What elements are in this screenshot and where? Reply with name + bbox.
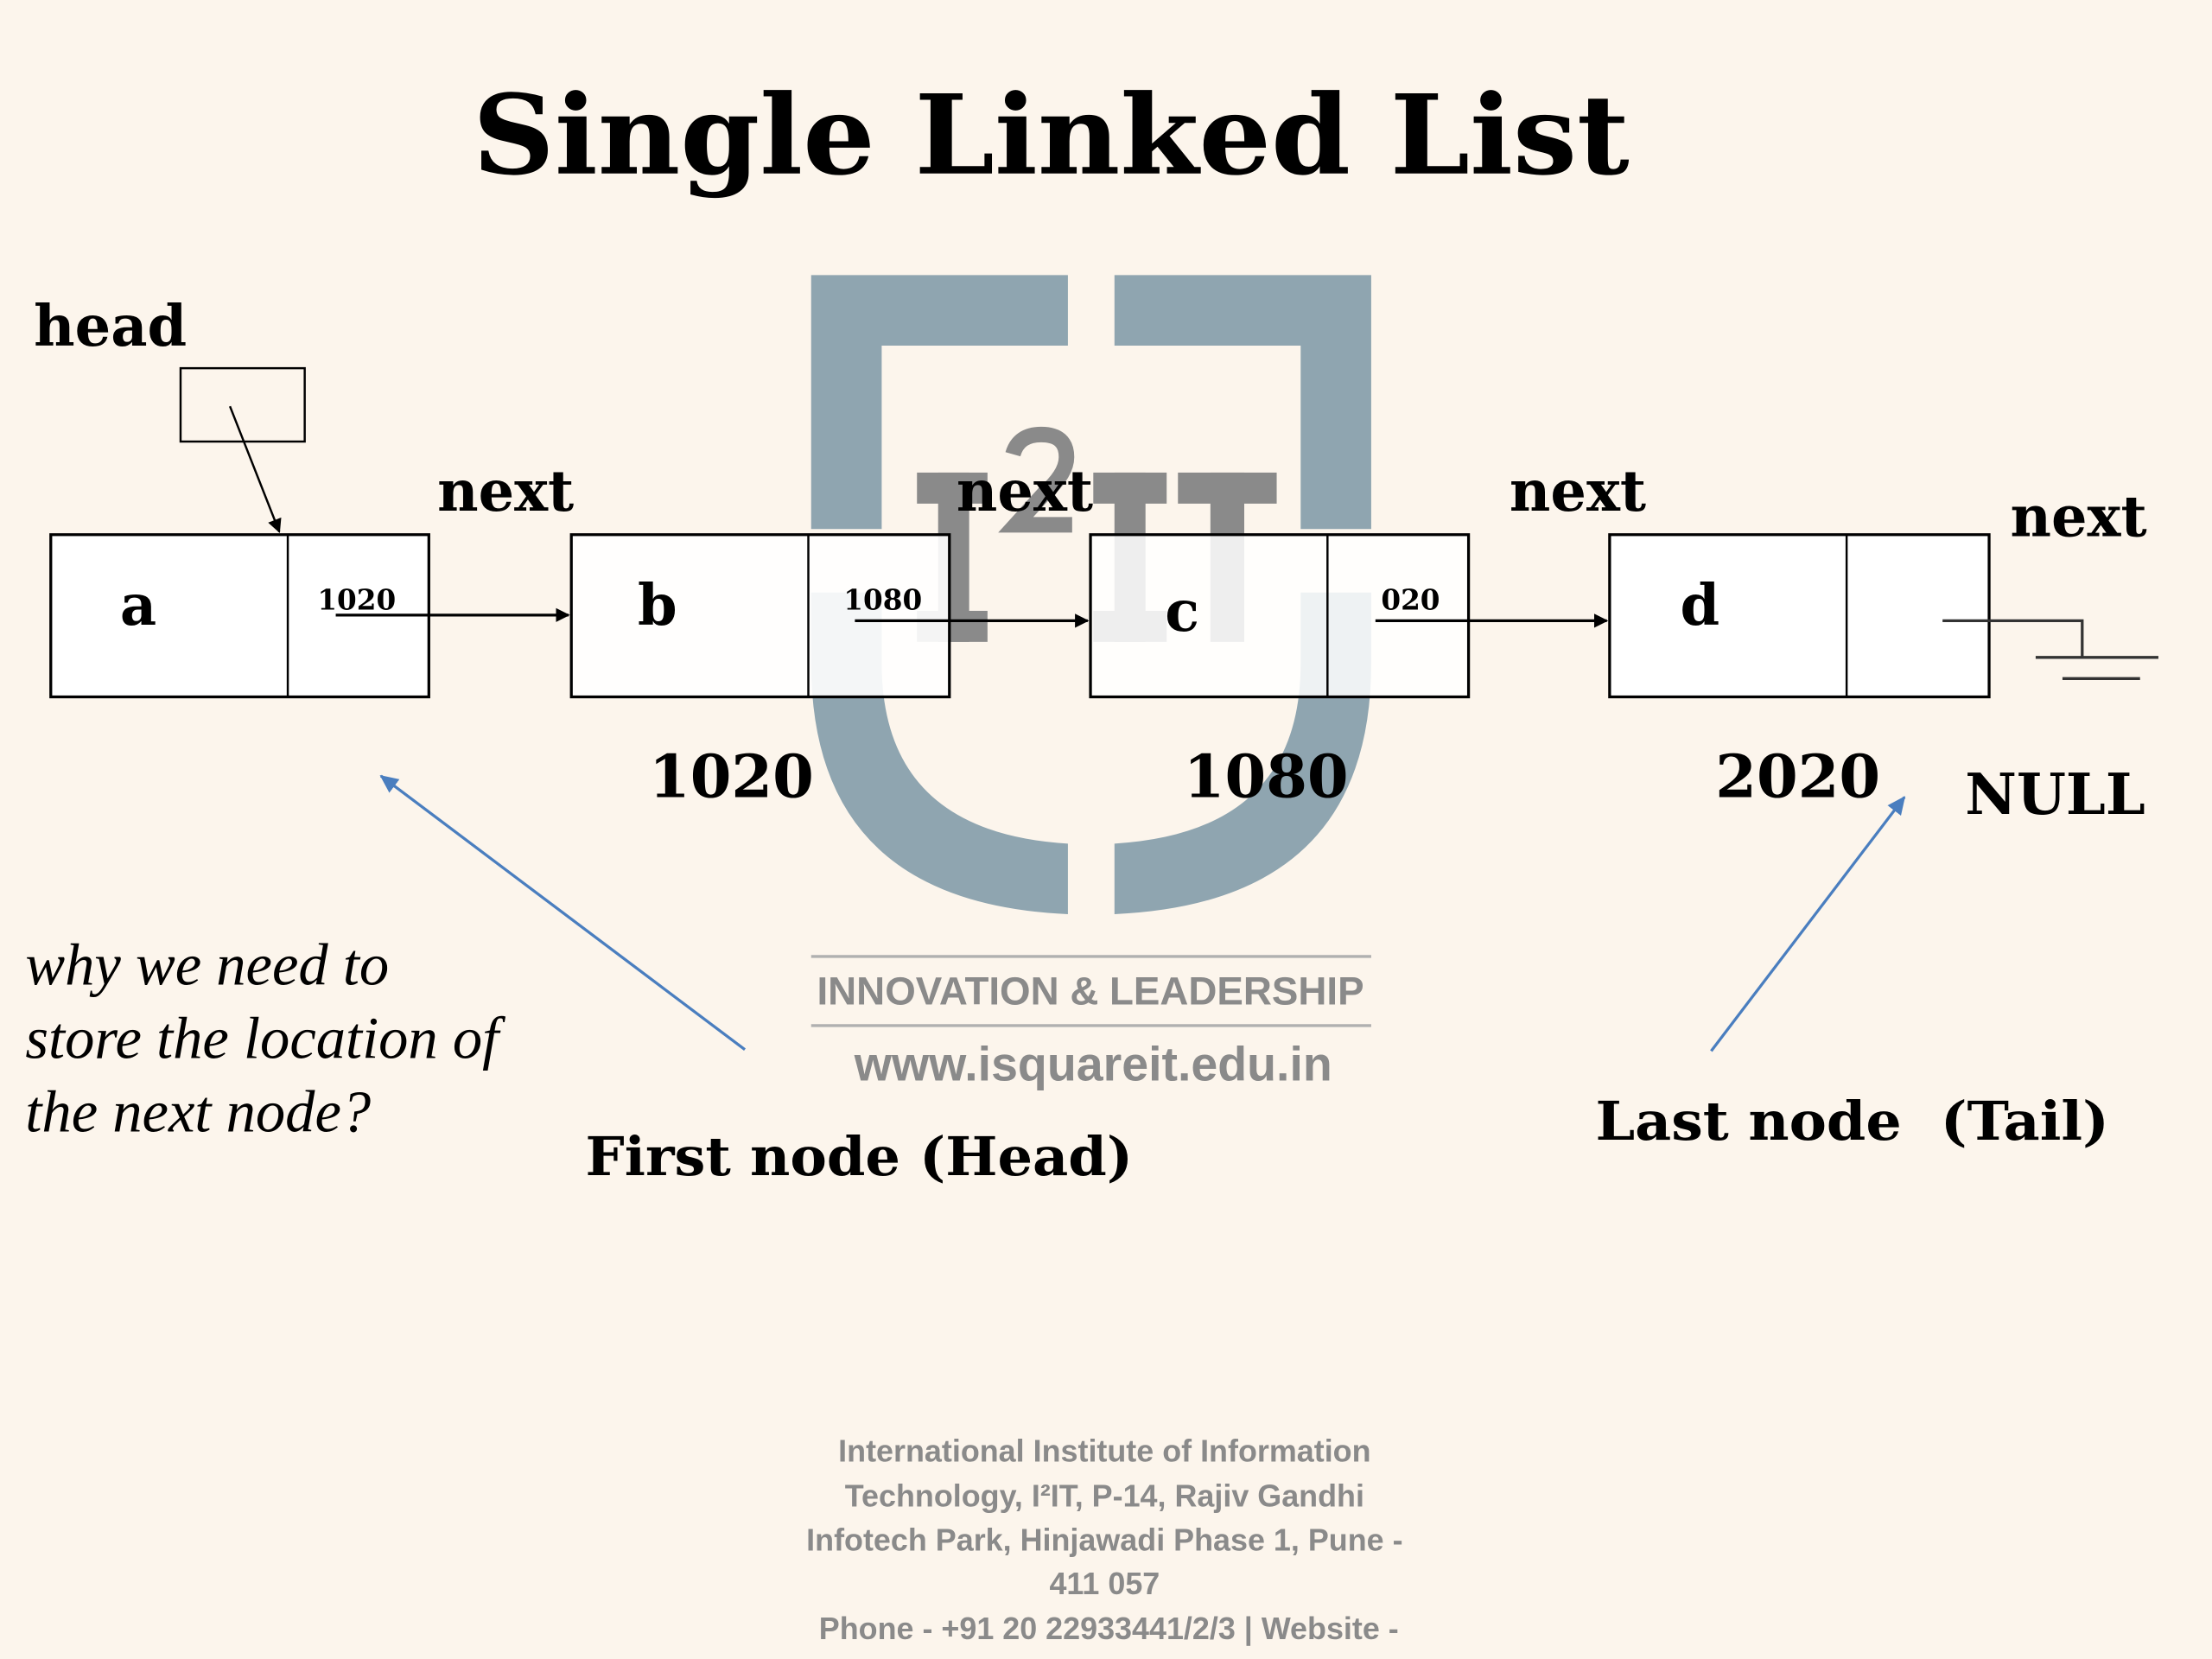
node-b: b 1080 bbox=[569, 533, 951, 699]
next-label: next bbox=[437, 459, 574, 524]
node-c: c 020 bbox=[1089, 533, 1471, 699]
head-pointer-box bbox=[179, 366, 306, 443]
footer-line: Infotech Park, Hinjawadi Phase 1, Pune - bbox=[806, 1522, 1402, 1557]
node-data: d bbox=[1681, 573, 1720, 639]
null-ground-icon bbox=[1942, 619, 2158, 680]
footer-address: International Institute of Information T… bbox=[806, 1433, 1402, 1646]
node-next-value: 020 bbox=[1381, 582, 1440, 616]
footer-line: Technology, I²IT, P-14, Rajiv Gandhi bbox=[845, 1478, 1364, 1514]
head-label: head bbox=[34, 294, 187, 359]
tail-annotation-arrow bbox=[1710, 796, 1906, 1052]
footer-line: 411 057 bbox=[1049, 1566, 1160, 1601]
footer-line: International Institute of Information bbox=[838, 1433, 1370, 1468]
node-data: b bbox=[638, 573, 677, 639]
slide-title: Single Linked List bbox=[473, 71, 1630, 200]
logo-shield-right bbox=[1114, 275, 1371, 530]
watermark-tagline: INNOVATION & LEADERSHIP bbox=[817, 969, 1363, 1013]
node-data: a bbox=[120, 573, 156, 639]
node-next-value: 1020 bbox=[317, 582, 396, 616]
question-line: the next node? bbox=[25, 1078, 371, 1144]
logo-superscript-two bbox=[998, 426, 1075, 533]
watermark-website: www.isquareit.edu.in bbox=[854, 1038, 1332, 1091]
next-label: next bbox=[1510, 459, 1646, 524]
first-node-label: First node (Head) bbox=[586, 1125, 1133, 1188]
node-address: 1020 bbox=[649, 742, 814, 811]
last-node-label: Last node (Tail) bbox=[1596, 1090, 2109, 1153]
question-line: store the location of bbox=[25, 1005, 505, 1071]
node-d: d bbox=[1608, 533, 1991, 699]
null-label: NULL bbox=[1965, 762, 2145, 828]
next-label: next bbox=[957, 459, 1093, 524]
head-arrow bbox=[228, 405, 282, 534]
node-data: c bbox=[1165, 579, 1199, 645]
node-address: 1080 bbox=[1184, 742, 1349, 811]
next-label: next bbox=[2011, 484, 2147, 550]
logo-shield-left bbox=[810, 275, 1068, 530]
head-annotation-arrow bbox=[379, 774, 747, 1051]
footer-line: Phone - +91 20 22933441/2/3 | Website - bbox=[819, 1611, 1399, 1646]
node-address: 2020 bbox=[1715, 742, 1880, 811]
node-next-value: 1080 bbox=[843, 582, 922, 616]
question-line: why we need to bbox=[25, 932, 389, 998]
